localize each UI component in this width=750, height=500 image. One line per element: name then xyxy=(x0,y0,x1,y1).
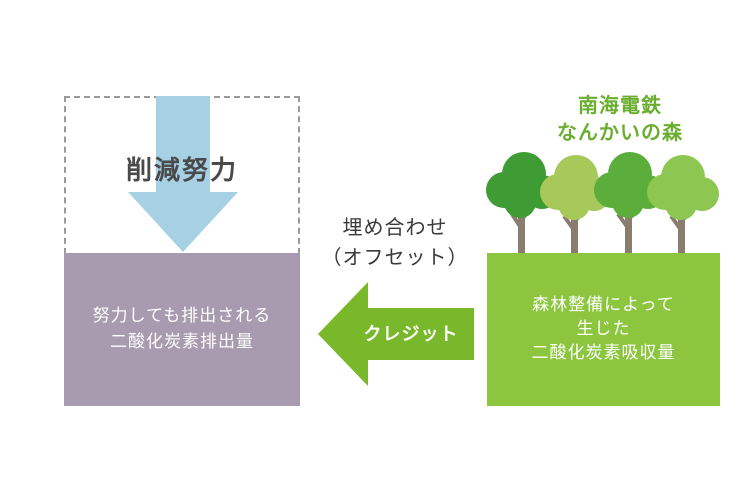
forest-title: 南海電鉄 なんかいの森 xyxy=(520,92,720,146)
tree-icon xyxy=(647,155,719,262)
forest-title-line-1: 南海電鉄 xyxy=(578,93,662,117)
emission-amount-text: 努力しても排出される 二酸化炭素排出量 xyxy=(64,303,300,355)
credit-left-arrow xyxy=(318,282,474,386)
tree-icon xyxy=(486,152,559,262)
emission-text-line-1: 努力しても排出される xyxy=(92,306,272,326)
offset-label: 埋め合わせ （オフセット） xyxy=(300,212,490,272)
reduction-down-arrow xyxy=(128,96,238,252)
absorption-text-line-3: 二酸化炭素吸収量 xyxy=(531,343,676,363)
absorption-box xyxy=(487,253,720,406)
offset-label-line-1: 埋め合わせ xyxy=(342,215,448,239)
forest-title-line-2: なんかいの森 xyxy=(557,120,683,144)
tree-illustration xyxy=(486,152,719,262)
emission-text-line-2: 二酸化炭素排出量 xyxy=(110,332,254,352)
absorption-amount-text: 森林整備によって 生じた 二酸化炭素吸収量 xyxy=(487,293,720,365)
absorption-text-line-2: 生じた xyxy=(576,319,631,339)
reduction-effort-label: 削減努力 xyxy=(125,156,238,186)
emission-box xyxy=(64,253,300,406)
offset-label-line-2: （オフセット） xyxy=(321,245,469,269)
tree-icon xyxy=(540,155,611,262)
credit-label: クレジット xyxy=(363,324,459,345)
absorption-text-line-1: 森林整備によって xyxy=(532,295,675,315)
